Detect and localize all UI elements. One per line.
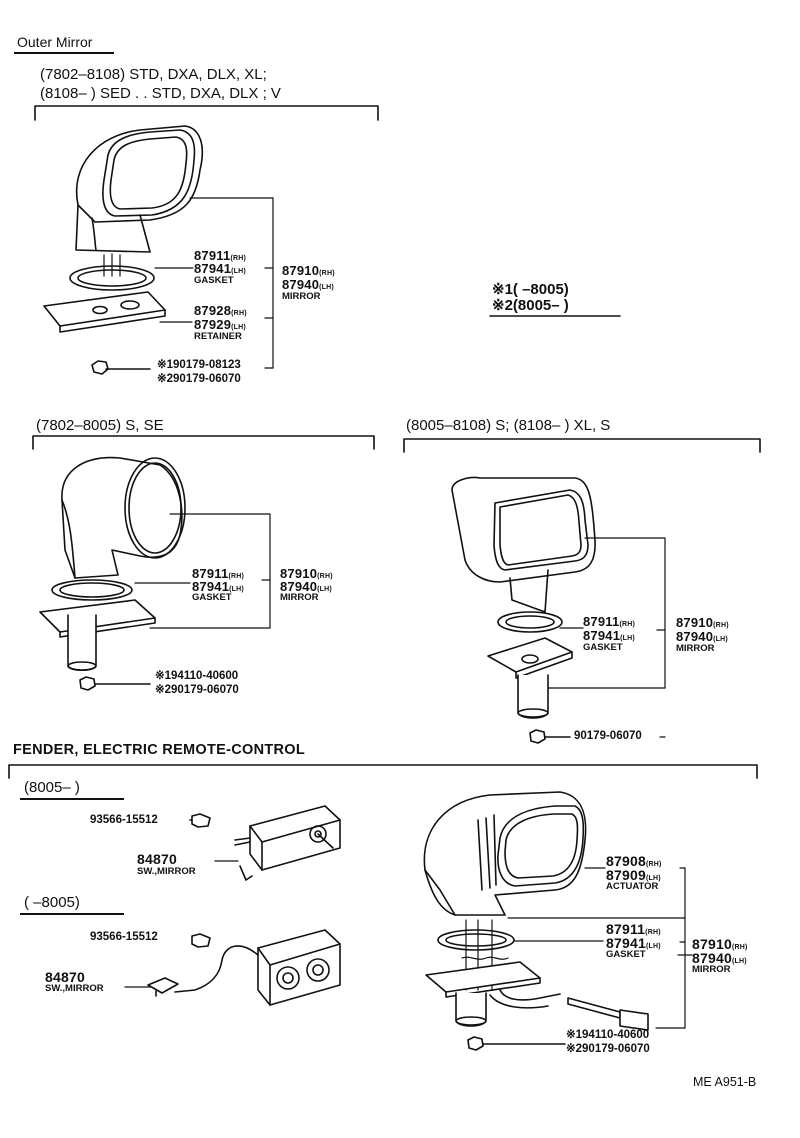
sec3-header: (8005–8108) S; (8108– ) XL, S — [406, 417, 611, 434]
sec4-gasket-rh: 87911(RH) — [606, 921, 661, 937]
sec4-sub1-underline — [20, 798, 124, 800]
mirror-standard-drawing — [43, 125, 204, 375]
figure-reference: ME A951-B — [693, 1075, 757, 1089]
sec2-mirror-rh: 87910(RH) — [280, 566, 333, 581]
sec1-mirror-label: MIRROR — [282, 291, 321, 302]
sec2-nut-2: ※290179-06070 — [155, 684, 239, 696]
sec1-gasket-lh: 87941(LH) — [194, 261, 246, 276]
sec1-gasket-label: GASKET — [194, 275, 234, 286]
sec3-gasket-lh: 87941(LH) — [583, 628, 635, 643]
sec4-mirror-rh: 87910(RH) — [692, 936, 748, 952]
section-bracket-1 — [34, 105, 379, 121]
note-serial-2: ※2(8005– ) — [492, 297, 569, 314]
sec4-sw2-name: SW.,MIRROR — [45, 983, 104, 994]
sec1-retainer-label: RETAINER — [194, 331, 242, 342]
leaders-sec3 — [547, 537, 666, 738]
sec3-nut: 90179-06070 — [574, 730, 642, 742]
sec2-gasket-label: GASKET — [192, 592, 232, 603]
sec4-sub2-underline — [20, 913, 124, 915]
switch-1-drawing — [189, 805, 341, 881]
mirror-electric-drawing — [423, 791, 649, 1051]
section-bracket-3 — [403, 438, 761, 453]
sec1-retainer-rh: 87928(RH) — [194, 303, 247, 318]
sec3-gasket-rh: 87911(RH) — [583, 614, 636, 629]
sec2-gasket-rh: 87911(RH) — [192, 566, 245, 581]
sec4-actuator-lh: 87909(LH) — [606, 867, 661, 883]
sec1-mirror-rh: 87910(RH) — [282, 263, 335, 278]
sec4-sw1-number: 84870 — [137, 851, 177, 867]
page-title-underline — [14, 52, 114, 54]
sec4-mirror-label: MIRROR — [692, 964, 731, 975]
sec3-gasket-label: GASKET — [583, 642, 623, 653]
leaders-sec2 — [134, 513, 271, 629]
sec2-nut-1: ※194110-40600 — [155, 670, 239, 682]
mirror-rectangular-drawing — [451, 476, 596, 744]
switch-2-drawing — [147, 929, 341, 1006]
sec2-mirror-lh: 87940(LH) — [280, 579, 332, 594]
sec3-mirror-rh: 87910(RH) — [676, 615, 729, 630]
sec4-sw2-number: 84870 — [45, 969, 85, 985]
sec4-title: FENDER, ELECTRIC REMOTE-CONTROL — [13, 742, 306, 758]
sec2-mirror-label: MIRROR — [280, 592, 319, 603]
sec1-retainer-lh: 87929(LH) — [194, 317, 246, 332]
sec4-gasket-lh: 87941(LH) — [606, 935, 661, 951]
leaders-sec4-electric — [507, 867, 693, 1029]
sec2-header: (7802–8005) S, SE — [36, 417, 164, 434]
section-bracket-2 — [32, 435, 375, 450]
page-title: Outer Mirror — [17, 34, 93, 50]
sec1-gasket-rh: 87911(RH) — [194, 248, 247, 263]
sec1-nut-2: ※290179-06070 — [157, 373, 241, 385]
leaders-sec1 — [154, 197, 274, 369]
sec4-mirror-lh: 87940(LH) — [692, 950, 747, 966]
sec3-mirror-label: MIRROR — [676, 643, 715, 654]
sec4-gasket-label: GASKET — [606, 949, 646, 960]
section-bracket-4 — [8, 764, 758, 779]
sec1-mirror-lh: 87940(LH) — [282, 277, 334, 292]
sec4-nut-1: ※194110-40600 — [566, 1029, 650, 1041]
sec1-nut-1: ※190179-08123 — [157, 359, 241, 371]
mirror-round-drawing — [39, 456, 186, 691]
sec1-header-line1: (7802–8108) STD, DXA, DLX, XL; — [40, 66, 267, 83]
sec2-gasket-lh: 87941(LH) — [192, 579, 244, 594]
sec3-mirror-lh: 87940(LH) — [676, 629, 728, 644]
sec4-actuator-rh: 87908(RH) — [606, 853, 662, 869]
sec4-sub2: ( –8005) — [24, 894, 80, 911]
sec4-screw-2: 93566-15512 — [90, 931, 158, 943]
sec4-nut-2: ※290179-06070 — [566, 1043, 650, 1055]
sec4-sub1: (8005– ) — [24, 779, 80, 796]
sec4-actuator-label: ACTUATOR — [606, 881, 659, 892]
sec4-sw1-name: SW.,MIRROR — [137, 866, 196, 877]
note-serial-1: ※1( –8005) — [492, 281, 569, 298]
sec4-screw-1: 93566-15512 — [90, 814, 158, 826]
sec1-header-line2: (8108– ) SED . . STD, DXA, DLX ; V — [40, 85, 281, 102]
